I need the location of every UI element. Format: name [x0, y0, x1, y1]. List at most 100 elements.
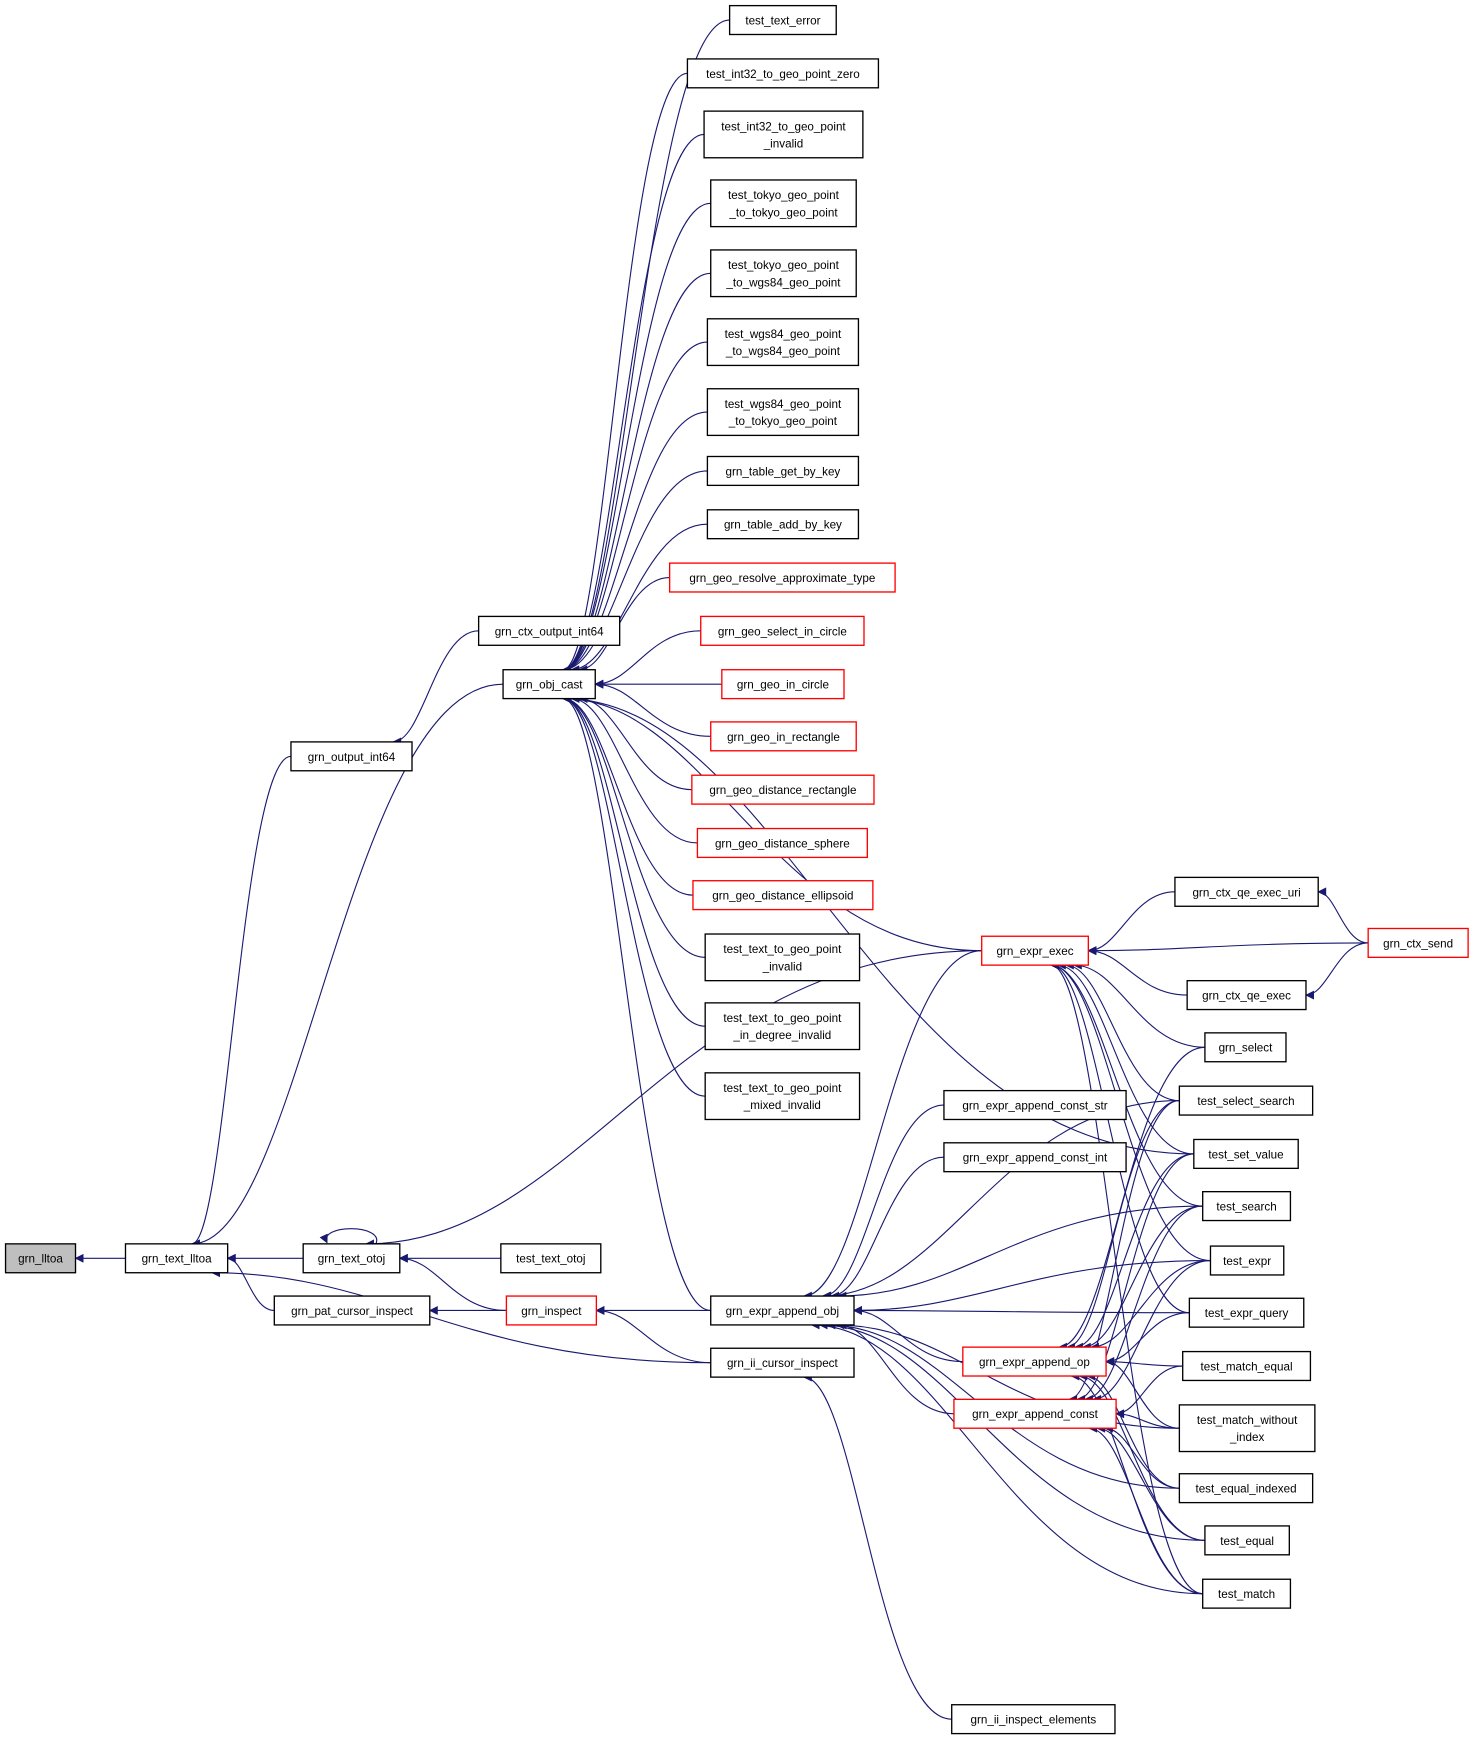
node-test-expr[interactable]: test_expr: [1209, 1245, 1285, 1276]
node-box[interactable]: [981, 935, 1089, 966]
node-grn-pat-cursor-inspect[interactable]: grn_pat_cursor_inspect: [273, 1295, 431, 1326]
node-box[interactable]: [943, 1089, 1127, 1121]
node-test-equal-indexed[interactable]: test_equal_indexed: [1178, 1473, 1314, 1504]
node-grn-inspect[interactable]: grn_inspect: [505, 1295, 598, 1326]
node-test-match-equal[interactable]: test_match_equal: [1182, 1350, 1312, 1382]
node-box[interactable]: [1202, 1578, 1292, 1609]
node-box[interactable]: [500, 1243, 602, 1274]
node-grn-table-add-by-key[interactable]: grn_table_add_by_key: [706, 509, 860, 540]
node-box[interactable]: [273, 1295, 431, 1326]
node-grn-table-get-by-key[interactable]: grn_table_get_by_key: [706, 455, 860, 487]
node-box[interactable]: [953, 1398, 1117, 1429]
node-grn-lltoa[interactable]: grn_lltoa: [4, 1243, 77, 1274]
node-grn-expr-append-obj[interactable]: grn_expr_append_obj: [710, 1295, 855, 1326]
node-grn-text-otoj[interactable]: grn_text_otoj: [302, 1243, 401, 1274]
node-grn-geo-resolve-approximate-type[interactable]: grn_geo_resolve_approximate_type: [668, 562, 896, 593]
node-box[interactable]: [703, 110, 864, 159]
node-grn-geo-in-rectangle[interactable]: grn_geo_in_rectangle: [710, 721, 857, 752]
node-box[interactable]: [502, 669, 596, 700]
node-grn-geo-select-in-circle[interactable]: grn_geo_select_in_circle: [700, 615, 865, 646]
node-test-match-without-index[interactable]: test_match_without_index: [1178, 1404, 1316, 1453]
node-box[interactable]: [706, 318, 860, 367]
node-grn-geo-distance-rectangle[interactable]: grn_geo_distance_rectangle: [691, 774, 875, 805]
node-box[interactable]: [710, 1347, 855, 1378]
node-test-text-to-geo-point-in-degree-invalid[interactable]: test_text_to_geo_point_in_degree_invalid: [704, 1002, 861, 1051]
node-grn-expr-append-const[interactable]: grn_expr_append_const: [953, 1398, 1117, 1429]
node-box[interactable]: [1174, 876, 1319, 907]
node-test-text-to-geo-point-mixed-invalid[interactable]: test_text_to_geo_point_mixed_invalid: [704, 1072, 861, 1121]
node-test-int32-to-geo-point-invalid[interactable]: test_int32_to_geo_point_invalid: [703, 110, 864, 159]
node-test-equal[interactable]: test_equal: [1204, 1525, 1290, 1556]
node-grn-geo-in-circle[interactable]: grn_geo_in_circle: [721, 669, 845, 700]
node-grn-expr-exec[interactable]: grn_expr_exec: [981, 935, 1089, 966]
node-box[interactable]: [124, 1243, 229, 1274]
node-test-tokyo-geo-point-to-tokyo-geo-point[interactable]: test_tokyo_geo_point_to_tokyo_geo_point: [710, 179, 857, 228]
node-box[interactable]: [1182, 1350, 1312, 1382]
node-box[interactable]: [710, 721, 857, 752]
node-box[interactable]: [302, 1243, 401, 1274]
node-box[interactable]: [710, 179, 857, 228]
node-test-int32-to-geo-point-zero[interactable]: test_int32_to_geo_point_zero: [686, 58, 880, 89]
node-grn-text-lltoa[interactable]: grn_text_lltoa: [124, 1243, 229, 1274]
node-grn-ii-inspect-elements[interactable]: grn_ii_inspect_elements: [951, 1704, 1116, 1735]
node-test-tokyo-geo-point-to-wgs84-geo-point[interactable]: test_tokyo_geo_point_to_wgs84_geo_point: [710, 249, 857, 298]
node-box[interactable]: [721, 669, 845, 700]
node-test-select-search[interactable]: test_select_search: [1178, 1085, 1314, 1116]
node-box[interactable]: [706, 509, 860, 540]
node-test-set-value[interactable]: test_set_value: [1193, 1138, 1299, 1170]
node-box[interactable]: [943, 1142, 1127, 1173]
node-box[interactable]: [1202, 1190, 1292, 1222]
node-box[interactable]: [962, 1346, 1107, 1377]
node-box[interactable]: [700, 615, 865, 646]
node-box[interactable]: [1193, 1138, 1299, 1170]
node-grn-ctx-send[interactable]: grn_ctx_send: [1367, 927, 1469, 959]
node-box[interactable]: [1178, 1404, 1316, 1453]
node-box[interactable]: [728, 4, 837, 36]
node-box[interactable]: [505, 1295, 598, 1326]
node-box[interactable]: [951, 1704, 1116, 1735]
node-grn-output-int64[interactable]: grn_output_int64: [290, 741, 413, 772]
node-box[interactable]: [1186, 979, 1307, 1011]
node-grn-ctx-qe-exec-uri[interactable]: grn_ctx_qe_exec_uri: [1174, 876, 1319, 907]
node-box[interactable]: [704, 1072, 861, 1121]
node-grn-ii-cursor-inspect[interactable]: grn_ii_cursor_inspect: [710, 1347, 855, 1378]
node-box[interactable]: [1204, 1525, 1290, 1556]
node-box[interactable]: [704, 933, 861, 982]
node-test-wgs84-geo-point-to-wgs84-geo-point[interactable]: test_wgs84_geo_point_to_wgs84_geo_point: [706, 318, 860, 367]
node-box[interactable]: [710, 249, 857, 298]
node-box[interactable]: [691, 774, 875, 805]
node-box[interactable]: [704, 1002, 861, 1051]
node-box[interactable]: [1367, 927, 1469, 959]
node-test-expr-query[interactable]: test_expr_query: [1188, 1297, 1305, 1328]
node-grn-geo-distance-ellipsoid[interactable]: grn_geo_distance_ellipsoid: [692, 880, 874, 911]
node-box[interactable]: [1178, 1085, 1314, 1116]
node-box[interactable]: [1178, 1473, 1314, 1504]
node-box[interactable]: [710, 1295, 855, 1326]
node-test-text-otoj[interactable]: test_text_otoj: [500, 1243, 602, 1274]
node-box[interactable]: [477, 615, 621, 646]
node-grn-ctx-output-int64[interactable]: grn_ctx_output_int64: [477, 615, 621, 646]
node-test-search[interactable]: test_search: [1202, 1190, 1292, 1222]
node-test-text-error[interactable]: test_text_error: [728, 4, 837, 36]
node-box[interactable]: [1204, 1032, 1287, 1063]
node-box[interactable]: [4, 1243, 77, 1274]
node-box[interactable]: [692, 880, 874, 911]
node-test-text-to-geo-point-invalid[interactable]: test_text_to_geo_point_invalid: [704, 933, 861, 982]
node-test-wgs84-geo-point-to-tokyo-geo-point[interactable]: test_wgs84_geo_point_to_tokyo_geo_point: [706, 388, 860, 437]
node-grn-select[interactable]: grn_select: [1204, 1032, 1287, 1063]
node-box[interactable]: [686, 58, 880, 89]
node-grn-geo-distance-sphere[interactable]: grn_geo_distance_sphere: [696, 827, 868, 859]
node-box[interactable]: [290, 741, 413, 772]
node-box[interactable]: [1188, 1297, 1305, 1328]
node-box[interactable]: [696, 827, 868, 859]
node-box[interactable]: [706, 455, 860, 487]
node-grn-ctx-qe-exec[interactable]: grn_ctx_qe_exec: [1186, 979, 1307, 1011]
node-grn-expr-append-const-int[interactable]: grn_expr_append_const_int: [943, 1142, 1127, 1173]
node-box[interactable]: [668, 562, 896, 593]
node-box[interactable]: [1209, 1245, 1285, 1276]
node-test-match[interactable]: test_match: [1202, 1578, 1292, 1609]
node-grn-obj-cast[interactable]: grn_obj_cast: [502, 669, 596, 700]
node-grn-expr-append-const-str[interactable]: grn_expr_append_const_str: [943, 1089, 1127, 1121]
node-grn-expr-append-op[interactable]: grn_expr_append_op: [962, 1346, 1107, 1377]
node-box[interactable]: [706, 388, 860, 437]
